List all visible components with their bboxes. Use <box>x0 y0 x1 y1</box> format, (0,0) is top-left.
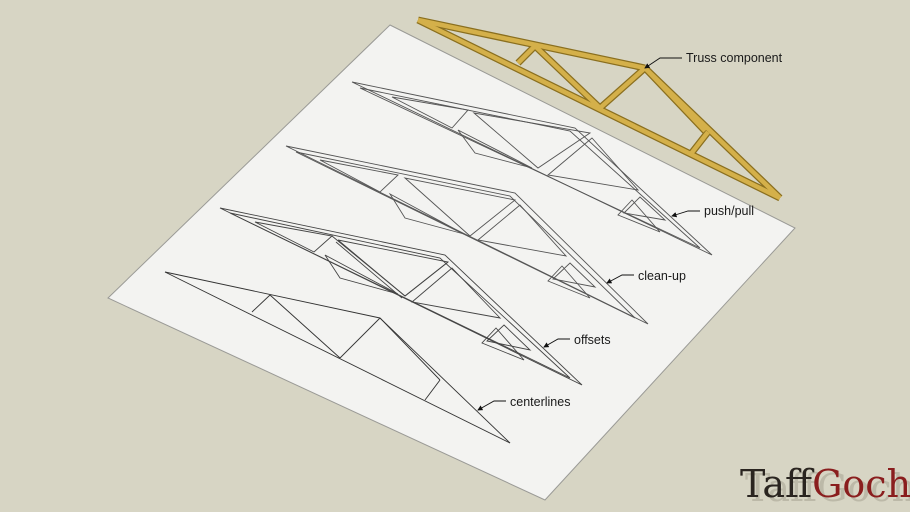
truss-offsets <box>219 207 583 386</box>
label-offsets: offsets <box>574 333 611 347</box>
leader-cleanup <box>606 274 634 284</box>
leader-pushpull <box>671 210 700 218</box>
svg-text:TaffGoch: TaffGoch <box>745 466 910 510</box>
leader-lines <box>477 57 700 411</box>
label-push-pull: push/pull <box>704 204 754 218</box>
truss-component <box>416 16 783 202</box>
leader-truss <box>644 57 682 69</box>
leader-offsets <box>543 338 570 348</box>
truss-cleanup <box>285 145 649 325</box>
label-clean-up: clean-up <box>638 269 686 283</box>
truss-centerlines <box>164 271 511 444</box>
logo-part-taff: Taff <box>740 462 815 506</box>
label-centerlines: centerlines <box>510 395 570 409</box>
label-truss-component: Truss component <box>686 51 783 65</box>
logo-part-goch: Goch <box>812 462 910 506</box>
drawing-sheet <box>107 24 796 501</box>
truss-pushpull <box>351 81 713 256</box>
leader-centerlines <box>477 400 506 411</box>
taffgoch-logo: TaffGoch TaffGoch <box>740 462 910 510</box>
svg-text:TaffGoch: TaffGoch <box>740 462 910 506</box>
